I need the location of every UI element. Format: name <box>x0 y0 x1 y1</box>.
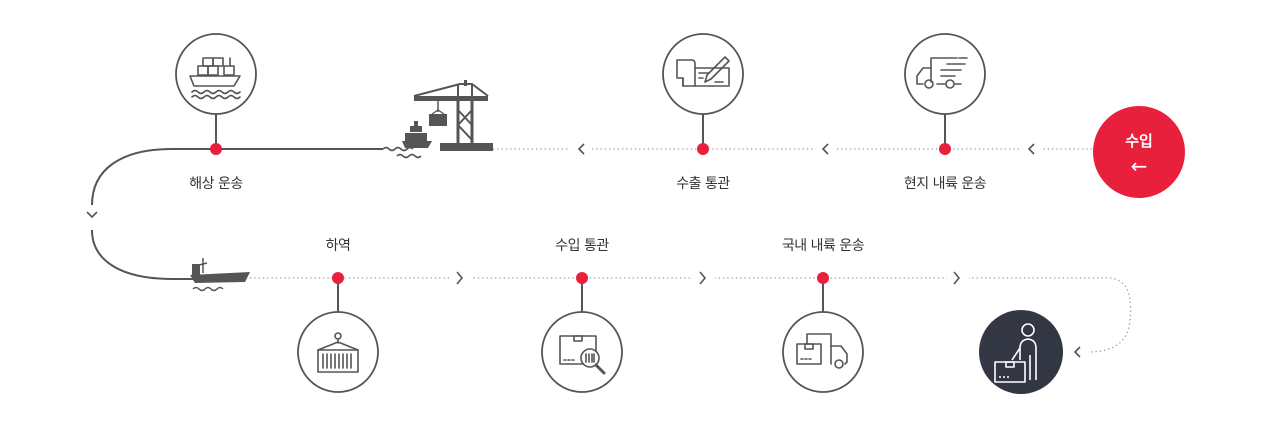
port-crane-icon <box>382 80 493 159</box>
top-path <box>91 148 1093 280</box>
delivery-truck-icon <box>916 57 968 89</box>
dotted-end-curve <box>1087 277 1132 353</box>
bottom-chevrons <box>450 269 1088 360</box>
station-dot <box>332 272 344 284</box>
station-label-domestic-transport: 국내 내륙 운송 <box>781 238 865 254</box>
chevron-down-icon <box>86 211 98 219</box>
station-label-ocean-transport: 해상 운송 <box>189 176 243 192</box>
receiver-node[interactable] <box>979 310 1063 394</box>
station-ocean-transport[interactable] <box>175 33 257 155</box>
cargo-ship-icon <box>190 258 250 292</box>
chevron-right-icon <box>456 271 464 285</box>
station-local-transport[interactable] <box>904 33 986 155</box>
station-export-clearance[interactable] <box>662 33 744 155</box>
top-chevrons <box>86 140 1042 219</box>
document-sign-icon <box>676 56 730 87</box>
chevron-left-icon <box>1027 143 1035 155</box>
container-ship-icon <box>189 57 241 100</box>
import-start-button[interactable]: 수입 ← <box>1093 106 1185 198</box>
top-stations <box>175 33 986 155</box>
chevron-left-icon <box>821 143 829 155</box>
station-unloading[interactable] <box>297 272 379 393</box>
station-dot <box>939 143 951 155</box>
station-label-import-clearance: 수입 통관 <box>555 238 609 254</box>
chevron-right-icon <box>953 271 961 285</box>
import-start-label: 수입 <box>1125 132 1153 150</box>
person-with-box-icon <box>994 323 1037 383</box>
hanging-container-icon <box>317 332 359 373</box>
station-label-unloading: 하역 <box>325 238 351 254</box>
station-dot <box>576 272 588 284</box>
station-circle <box>541 311 623 393</box>
station-domestic-transport[interactable] <box>782 272 864 393</box>
station-dot <box>210 143 222 155</box>
station-circle <box>297 311 379 393</box>
station-circle <box>782 311 864 393</box>
chevron-left-icon <box>577 143 585 155</box>
station-import-clearance[interactable] <box>541 272 623 393</box>
station-circle <box>175 33 257 115</box>
chevron-right-icon <box>699 271 707 285</box>
station-circle <box>904 33 986 115</box>
bottom-stations <box>297 272 864 393</box>
chevron-left-icon <box>1073 346 1081 358</box>
station-label-local-transport: 현지 내륙 운송 <box>903 176 987 192</box>
bottom-path <box>250 277 1132 353</box>
arrow-left-icon: ← <box>1130 154 1148 178</box>
loop-curve <box>91 148 195 280</box>
station-label-export-clearance: 수출 통관 <box>676 176 730 192</box>
station-dot <box>697 143 709 155</box>
box-inspect-icon <box>559 335 606 375</box>
station-dot <box>817 272 829 284</box>
station-circle <box>662 33 744 115</box>
box-truck-icon <box>796 333 848 369</box>
